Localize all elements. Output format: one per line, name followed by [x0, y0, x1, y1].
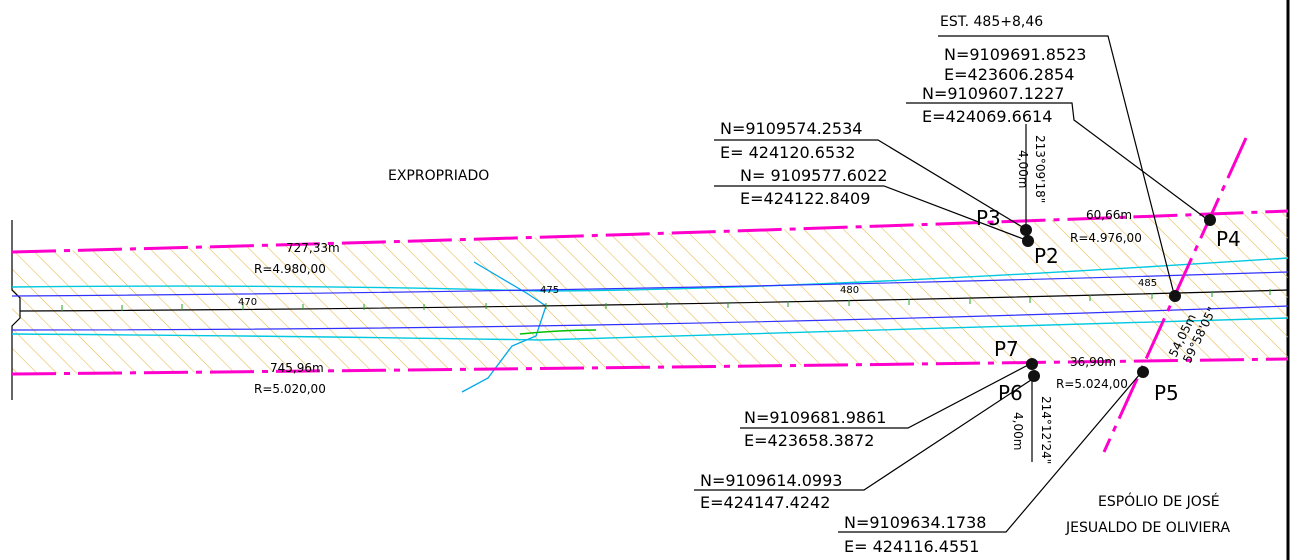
station-485: 485 — [1138, 278, 1157, 289]
water-line-top — [11, 257, 1289, 292]
point-label-p4: P4 — [1216, 227, 1241, 251]
left-break-line — [11, 220, 21, 400]
leader-lines — [694, 35, 1209, 533]
point-label-p3: P3 — [976, 206, 1001, 230]
coord-p6-n: N=9109614.0993 — [700, 471, 842, 490]
coord-p5-n: N=9109634.1738 — [844, 513, 986, 532]
point-label-p7: P7 — [994, 337, 1019, 361]
dim-bottom-offset: 4,00m — [1011, 412, 1025, 450]
dim-bottom-angle: 214°12'24" — [1039, 396, 1053, 464]
coord-p2-e: E= 424120.6532 — [720, 143, 855, 162]
arc-bottom-left-length: 745,96m — [270, 361, 324, 375]
hatched-strip — [12, 211, 1288, 374]
station-475: 475 — [540, 285, 559, 296]
dim-top-offset: 4,00m — [1016, 150, 1030, 188]
station-ticks — [61, 289, 1271, 311]
arc-top-right-length: 60,66m — [1086, 208, 1132, 222]
arc-top-right-radius: R=4.976,00 — [1070, 231, 1142, 245]
point-label-p6: P6 — [998, 381, 1023, 405]
coord-p6-e: E=424147.4242 — [700, 493, 830, 512]
coord-est-n: N=9109691.8523 — [944, 45, 1086, 64]
centerline — [19, 289, 1289, 312]
dimension-lines — [1025, 124, 1033, 462]
owner-label-line2: JESUALDO DE OLIVIERA — [1065, 520, 1230, 536]
boundary-top — [11, 209, 1289, 254]
coord-p7-e: E=423658.3872 — [744, 431, 874, 450]
coord-p4-e: E=424069.6614 — [922, 107, 1052, 126]
blue-line-top — [11, 271, 1289, 297]
arc-bottom-left-radius: R=5.020,00 — [254, 382, 326, 396]
station-470: 470 — [238, 297, 257, 308]
coord-p4-n: N=9109607.1227 — [922, 84, 1064, 103]
coord-est-e: E=423606.2854 — [944, 65, 1074, 84]
coord-p3-n: N= 9109577.6022 — [740, 166, 888, 185]
green-segment — [519, 329, 597, 335]
owner-label-line1: ESPÓLIO DE JOSÉ — [1098, 492, 1220, 510]
arc-top-left-length: 727,33m — [286, 241, 340, 255]
water-stream — [461, 261, 547, 393]
arc-bottom-right-length: 36,90m — [1070, 355, 1116, 369]
arc-bottom-right-radius: R=5.024,00 — [1056, 377, 1128, 391]
vertex-points — [1020, 214, 1216, 382]
water-line-bottom — [11, 317, 1289, 341]
coord-p5-e: E= 424116.4551 — [844, 537, 979, 556]
boundary-bottom — [11, 357, 1289, 376]
arc-top-left-radius: R=4.980,00 — [254, 262, 326, 276]
coord-p7-n: N=9109681.9861 — [744, 408, 886, 427]
coord-p2-n: N=9109574.2534 — [720, 119, 862, 138]
station-label: EST. 485+8,46 — [940, 14, 1043, 30]
coord-p3-e: E=424122.8409 — [740, 189, 870, 208]
point-label-p5: P5 — [1154, 381, 1179, 405]
dim-top-angle: 213°09'18" — [1033, 135, 1047, 203]
blue-line-bottom — [11, 305, 1289, 331]
point-label-p2: P2 — [1034, 244, 1059, 268]
expropriado-label: EXPROPRIADO — [388, 168, 489, 184]
station-480: 480 — [840, 285, 859, 296]
